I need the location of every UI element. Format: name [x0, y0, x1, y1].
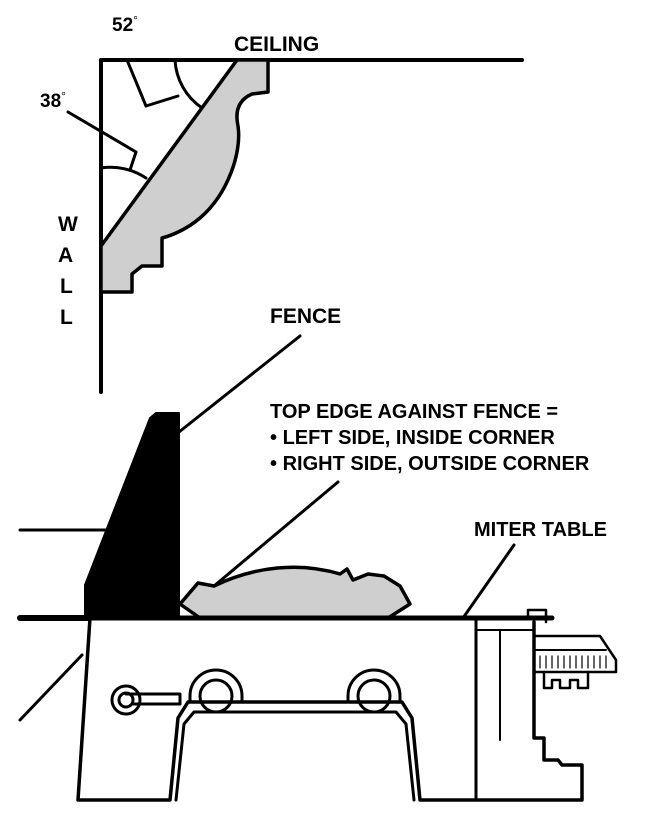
angle-52-arc	[173, 58, 204, 110]
mount-hole-left	[188, 668, 244, 714]
saw-view	[17, 334, 618, 802]
fence-leader	[177, 334, 302, 434]
miter-table-leader	[461, 543, 516, 620]
installation-view	[66, 58, 524, 394]
note-bullet-right: • RIGHT SIDE, OUTSIDE CORNER	[270, 453, 590, 475]
saw-fence	[84, 412, 180, 619]
note-title: TOP EDGE AGAINST FENCE =	[270, 401, 559, 423]
mount-hole-right	[346, 668, 402, 714]
base-left-diagonal	[18, 653, 84, 722]
label-wall-letter-1: W	[58, 213, 78, 236]
saw-base	[76, 616, 584, 802]
angle-38-leader	[66, 110, 138, 154]
bevel-scale-ticks	[539, 655, 607, 669]
angle-52-leader	[125, 58, 148, 108]
label-wall-letter-3: L	[60, 275, 73, 298]
lock-lever	[110, 684, 182, 716]
angle-38-tick	[128, 150, 138, 172]
molding-leader	[212, 480, 340, 588]
bullet-char: •	[270, 453, 278, 475]
saw-base-handle	[174, 710, 416, 802]
label-miter-table: MITER TABLE	[474, 519, 607, 541]
table-end-cap	[526, 608, 548, 624]
installed-molding	[99, 58, 270, 294]
bullet-char: •	[270, 427, 278, 449]
table-molding	[178, 565, 412, 620]
label-52-degrees: 52°	[112, 13, 138, 36]
note-bullet-left: • LEFT SIDE, INSIDE CORNER	[270, 427, 555, 449]
angle-52-tick	[144, 94, 180, 108]
label-wall-letter-2: A	[58, 244, 74, 267]
label-ceiling: CEILING	[234, 33, 320, 56]
label-wall-letter-4: L	[60, 306, 73, 329]
label-fence: FENCE	[270, 305, 342, 328]
angle-38-arc	[99, 165, 148, 180]
scale-teeth	[542, 670, 590, 690]
label-38-degrees: 38°	[40, 89, 66, 112]
